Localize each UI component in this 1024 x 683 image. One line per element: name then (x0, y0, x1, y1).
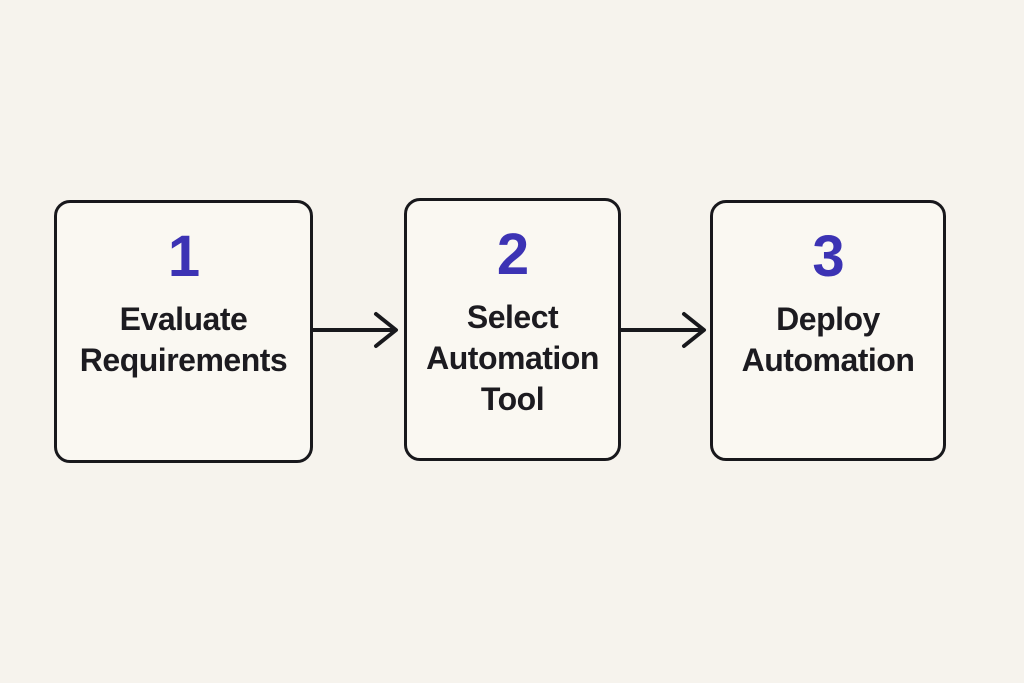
step-number: 2 (496, 222, 529, 287)
step-box-deploy-automation: 3 Deploy Automation (710, 200, 946, 461)
step-box-evaluate-requirements: 1 Evaluate Requirements (54, 200, 313, 463)
step-label: Select Automation Tool (426, 299, 599, 417)
step-number: 1 (167, 224, 200, 289)
step-box-select-automation-tool: 2 Select Automation Tool (404, 198, 621, 461)
arrow-right-icon (620, 310, 710, 350)
step-number: 3 (812, 224, 844, 289)
step-label: Evaluate Requirements (79, 301, 288, 378)
step-label: Deploy Automation (741, 301, 915, 378)
arrow-right-icon (312, 310, 402, 350)
